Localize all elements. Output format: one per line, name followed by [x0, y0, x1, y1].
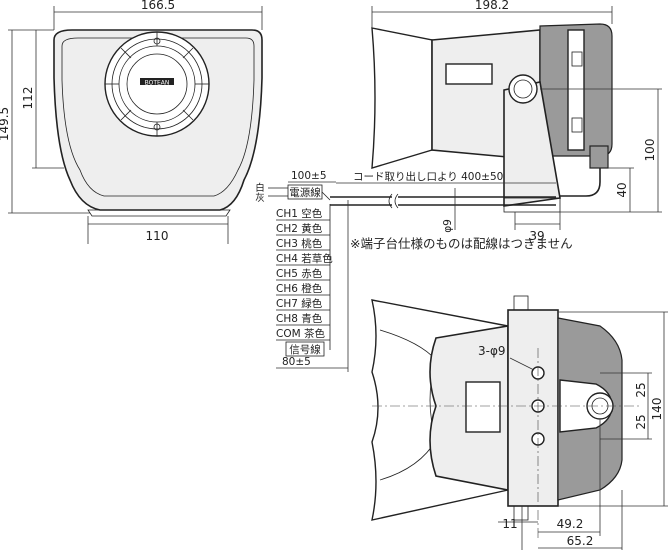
- dim-400-label: コード取り出し口より 400±50: [353, 170, 503, 183]
- channel-label-6: CH6 橙色: [276, 282, 323, 295]
- side-knob-inner: [513, 79, 533, 99]
- dim-140-label: 140: [650, 398, 664, 421]
- horn-ribs: [105, 32, 209, 136]
- side-cable-gland: [589, 145, 609, 169]
- side-label-plate: [445, 63, 493, 85]
- front-bottom-lip: [87, 209, 231, 217]
- channel-label-4: CH4 若草色: [276, 252, 333, 265]
- side-clip-bottom: [571, 117, 583, 133]
- cable-break-right: [394, 193, 399, 209]
- power-wire-label: 電源線: [289, 186, 321, 199]
- dim-149-label: 149.5: [0, 107, 11, 141]
- dim-166-label: 166.5: [141, 0, 175, 12]
- signal-wire-box: [285, 341, 325, 357]
- holes-label: 3-φ9: [478, 344, 506, 358]
- side-cable-bend: [556, 168, 601, 197]
- side-view: 198.2 100 40 39: [371, 0, 662, 243]
- channel-label-8: CH8 青色: [276, 312, 323, 325]
- cable-break-left: [388, 193, 393, 209]
- bottom-bolt-top: [513, 295, 529, 311]
- logo-text: BOTEAN: [145, 80, 170, 87]
- dim-65-label: 65.2: [567, 534, 594, 548]
- dim-80-label: 80±5: [282, 356, 311, 368]
- side-clip-top: [571, 51, 583, 67]
- signal-wire-label: 信号線: [289, 343, 321, 356]
- dim-25-top-label: 25: [634, 382, 648, 397]
- dim-40-label: 40: [615, 182, 629, 197]
- wiring-note: ※端子台仕様のものは配線はつきません: [350, 236, 573, 251]
- dim-100-label: 100: [643, 139, 657, 162]
- channel-label-2: CH2 黄色: [276, 222, 323, 235]
- dim-110-label: 110: [146, 229, 169, 243]
- side-horn-flare: [371, 27, 433, 169]
- front-view: BOTEAN 166.5 149.5 112 110: [0, 0, 263, 244]
- front-screw-bottom: [153, 123, 161, 131]
- bottom-view: 3-φ9 25 25 140 11 49.2 65.2: [371, 295, 668, 550]
- dim-39-label: 39: [529, 229, 544, 243]
- holes-leader: [509, 357, 535, 371]
- logo-plate: [140, 78, 174, 85]
- horn-mouth-inner: [126, 53, 188, 115]
- bottom-horn-rib: [379, 329, 437, 481]
- dim-49-label: 49.2: [557, 517, 584, 531]
- channel-label-7: CH7 緑色: [276, 297, 323, 310]
- wire-grey-label: 灰: [255, 192, 265, 204]
- channel-label-5: CH5 赤色: [276, 267, 323, 280]
- channel-list: CH1 空色 CH2 黄色 CH3 桃色 CH4 若草色 CH5 赤色 CH6 …: [276, 204, 333, 350]
- dim-11-label: 11: [502, 517, 517, 531]
- side-knob-outer: [508, 74, 538, 104]
- channel-label-1: CH1 空色: [276, 207, 323, 220]
- channel-label-com: COM 茶色: [276, 327, 325, 340]
- bottom-label-plate: [465, 381, 501, 433]
- channel-label-3: CH3 桃色: [276, 237, 323, 250]
- front-screw-top: [153, 37, 161, 45]
- dim-112-label: 112: [21, 87, 35, 110]
- front-inner-outline: [61, 37, 255, 197]
- bottom-bolt-bottom: [513, 505, 529, 521]
- wire-white-label: 白: [255, 182, 265, 194]
- dim-198-label: 198.2: [475, 0, 509, 12]
- dim-phi9-label: φ9: [442, 219, 454, 233]
- dim-25-bottom-label: 25: [634, 414, 648, 429]
- dim-100pm5-label: 100±5: [291, 170, 327, 182]
- cable-diagram: コード取り出し口より 400±50 φ9 100±5 白 灰 電源線 CH1 空…: [255, 170, 556, 372]
